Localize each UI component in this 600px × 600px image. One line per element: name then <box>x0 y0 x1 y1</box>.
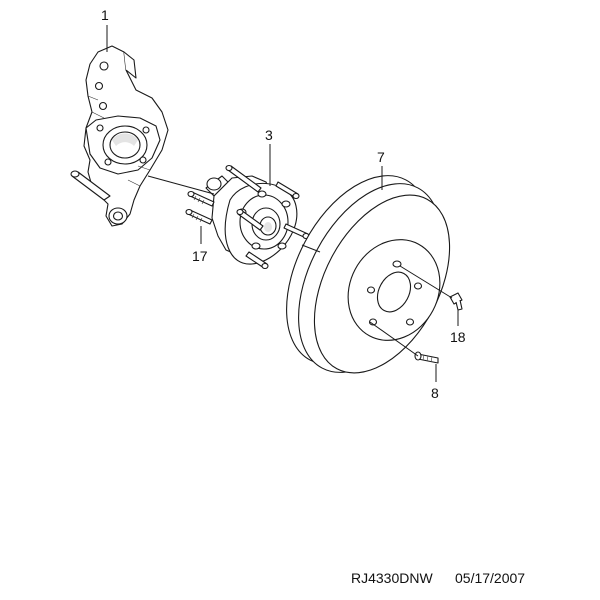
steering-knuckle <box>70 45 169 227</box>
callout-17: 17 <box>192 248 208 264</box>
hub-bearing-assembly <box>185 164 310 270</box>
callout-1: 1 <box>101 7 109 23</box>
callout-3: 3 <box>265 127 273 143</box>
leader-lines <box>106 25 459 382</box>
drawing-date: 05/17/2007 <box>455 570 525 586</box>
drawing-code: RJ4330DNW <box>351 570 433 586</box>
callout-8: 8 <box>431 385 439 401</box>
disc-screw <box>414 351 439 364</box>
retaining-screw <box>449 292 463 311</box>
brake-disc <box>286 175 451 374</box>
callout-18: 18 <box>450 329 466 345</box>
callout-7: 7 <box>377 149 385 165</box>
